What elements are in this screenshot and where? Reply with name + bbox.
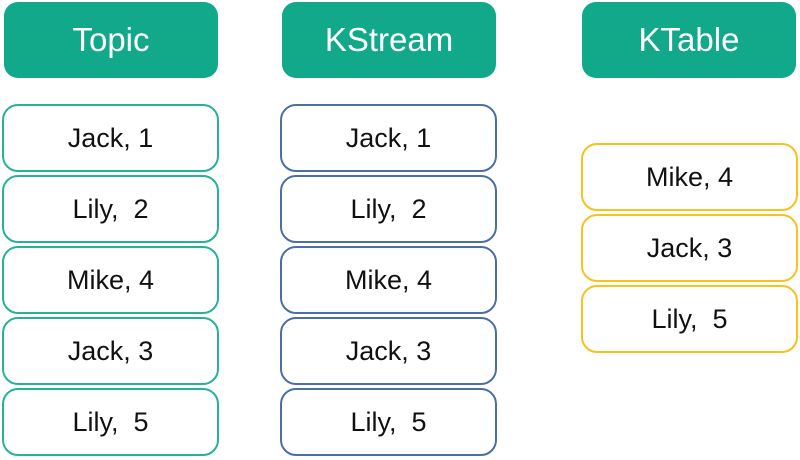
ktable-record: Mike, 4 [581, 143, 798, 211]
kstream-record-text: Jack, 3 [345, 335, 432, 366]
ktable-record: Lily, 5 [581, 285, 798, 353]
kstream-record-text: Lily, 2 [350, 193, 427, 224]
ktable-record-text: Jack, 3 [646, 232, 733, 263]
topic-record-text: Lily, 2 [72, 193, 149, 224]
topic-record: Lily, 5 [2, 388, 219, 456]
topic-record-text: Jack, 3 [67, 335, 154, 366]
kstream-record: Jack, 3 [280, 317, 497, 385]
ktable-column: Mike, 4 Jack, 3 Lily, 5 [581, 143, 798, 355]
kstream-record: Lily, 2 [280, 175, 497, 243]
kstream-record-text: Lily, 5 [350, 406, 427, 437]
kstream-header: KStream [282, 2, 496, 78]
kstream-record-text: Jack, 1 [345, 122, 432, 153]
ktable-header: KTable [582, 2, 796, 78]
topic-record-text: Jack, 1 [67, 122, 154, 153]
kstream-header-label: KStream [324, 21, 454, 58]
ktable-header-label: KTable [638, 21, 740, 58]
topic-header: Topic [4, 2, 218, 78]
topic-record: Jack, 3 [2, 317, 219, 385]
topic-record: Mike, 4 [2, 246, 219, 314]
topic-header-label: Topic [72, 21, 150, 58]
topic-record-text: Mike, 4 [66, 264, 155, 295]
topic-record-text: Lily, 5 [72, 406, 149, 437]
kstream-column: Jack, 1 Lily, 2 Mike, 4 Jack, 3 Lily, 5 [280, 104, 497, 456]
topic-record: Jack, 1 [2, 104, 219, 172]
ktable-record-text: Mike, 4 [645, 161, 734, 192]
kstream-record-text: Mike, 4 [344, 264, 433, 295]
kstream-record: Lily, 5 [280, 388, 497, 456]
ktable-record-text: Lily, 5 [651, 303, 728, 334]
topic-record: Lily, 2 [2, 175, 219, 243]
kstream-record: Mike, 4 [280, 246, 497, 314]
topic-column: Jack, 1 Lily, 2 Mike, 4 Jack, 3 Lily, 5 [2, 104, 219, 456]
ktable-record: Jack, 3 [581, 214, 798, 282]
kstream-record: Jack, 1 [280, 104, 497, 172]
